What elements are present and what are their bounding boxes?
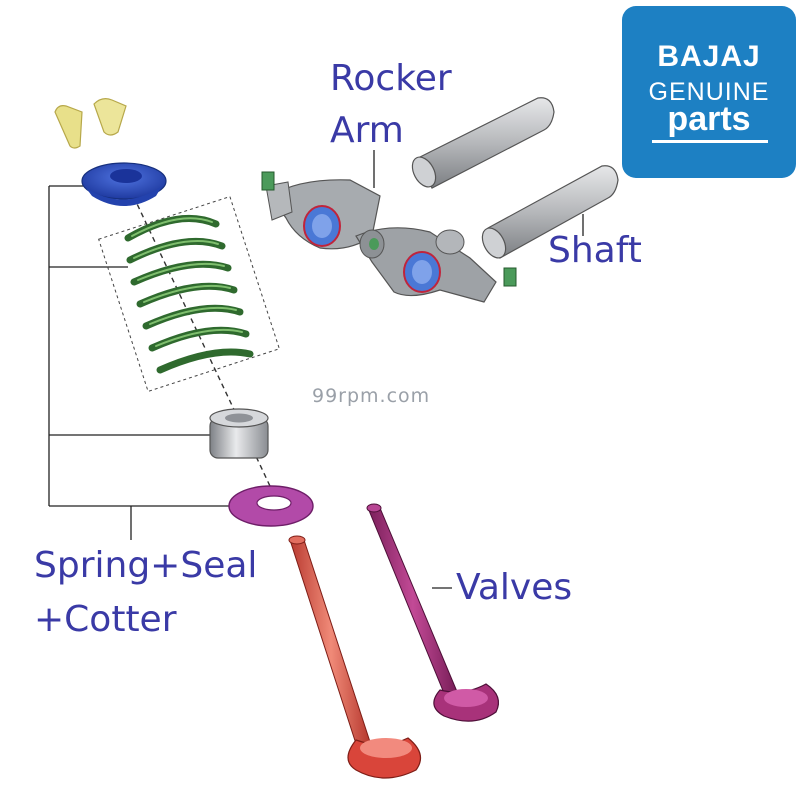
spring-group-bracket — [48, 185, 236, 540]
spring-seal-label-line1: Spring+Seal — [34, 545, 258, 586]
spring-seat-washer-part — [228, 485, 314, 527]
bajaj-genuine-parts-logo: BAJAJ GENUINE parts — [622, 6, 796, 178]
spring-retainer-part — [81, 162, 167, 206]
shaft-label: Shaft — [548, 230, 642, 271]
rocker-arm-part — [261, 171, 517, 303]
logo-brand-text: BAJAJ — [657, 40, 761, 73]
rocker-shaft-part-lower — [481, 165, 619, 259]
valves-label: Valves — [456, 567, 573, 608]
logo-underline — [652, 140, 768, 143]
intake-valve-part — [366, 503, 499, 722]
rocker-arm-label-line1: Rocker — [330, 58, 452, 99]
spring-dashed-outline — [98, 195, 280, 393]
spring-seal-label-line2: +Cotter — [34, 599, 177, 640]
logo-genuine-text: GENUINE — [648, 78, 770, 106]
assembly-axis-line — [121, 171, 287, 521]
logo-parts-text: parts — [667, 100, 751, 138]
rocker-arm-label-line2: Arm — [330, 110, 404, 151]
valve-cotter-part — [54, 98, 127, 149]
watermark-text: 99rpm.com — [312, 385, 431, 407]
rocker-shaft-part-upper — [411, 97, 555, 189]
valve-stem-seal-part — [209, 408, 269, 459]
valve-spring-highlight — [131, 217, 243, 347]
exhaust-valve-part — [288, 535, 422, 779]
